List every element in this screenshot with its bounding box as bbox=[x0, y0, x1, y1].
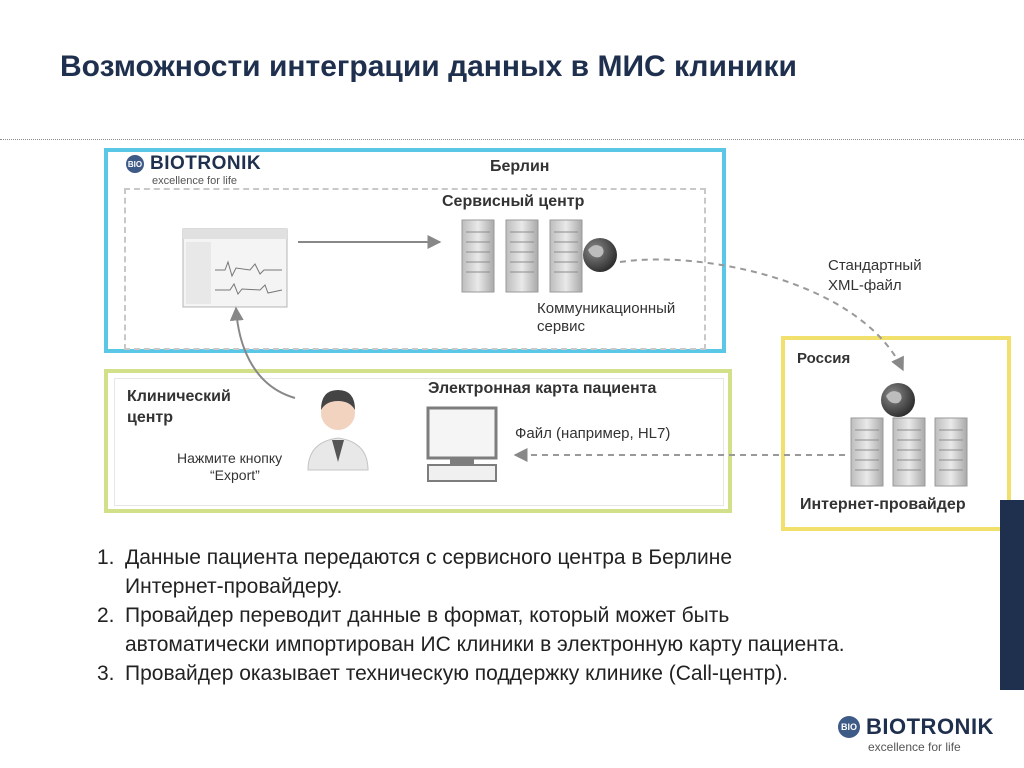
report-screen-icon bbox=[182, 228, 288, 308]
list-item-text-line1: Провайдер переводит данные в формат, кот… bbox=[125, 604, 730, 627]
accent-bar bbox=[1000, 500, 1024, 690]
file-hl7-label: Файл (например, HL7) bbox=[515, 425, 671, 442]
clinic-center-label-line1: Клинический bbox=[127, 388, 231, 405]
list-item-number: 3. bbox=[97, 662, 115, 685]
list-item-text-line2: Интернет-провайдеру. bbox=[125, 575, 343, 598]
list-item-text-line2: автоматически импортирован ИС клиники в … bbox=[125, 633, 845, 656]
clinic-inner-area bbox=[114, 378, 724, 506]
service-center-label: Сервисный центр bbox=[442, 193, 585, 210]
footer-logo-name: BIOTRONIK bbox=[866, 714, 994, 739]
berlin-inner-dashed-area bbox=[124, 188, 706, 350]
doctor-icon bbox=[307, 390, 369, 471]
list-item-number: 2. bbox=[97, 604, 115, 627]
comm-service-label-line2: сервис bbox=[537, 318, 586, 335]
list-item-text-line1: Данные пациента передаются с сервисного … bbox=[125, 546, 733, 569]
internet-provider-label: Интернет-провайдер bbox=[800, 496, 966, 513]
berlin-server-rack-icon bbox=[461, 219, 583, 293]
russia-server-rack-icon bbox=[850, 417, 968, 487]
clinic-box bbox=[104, 369, 732, 513]
berlin-logo-tagline: excellence for life bbox=[152, 175, 237, 187]
clinic-center-label-line2: центр bbox=[127, 409, 174, 426]
biotronik-logo-icon: BIO bbox=[126, 155, 144, 173]
export-hint-line2: “Export” bbox=[210, 467, 260, 483]
berlin-globe-icon bbox=[583, 238, 617, 272]
list-item: 1. Данные пациента передаются с сервисно… bbox=[97, 543, 1007, 601]
clinic-computer-icon bbox=[426, 406, 498, 482]
list-item: 2. Провайдер переводит данные в формат, … bbox=[97, 601, 1007, 659]
xml-transfer-label-line1: Стандартный bbox=[828, 257, 922, 274]
list-item-text-line1: Провайдер оказывает техническую поддержк… bbox=[125, 662, 789, 685]
biotronik-footer-logo-icon: BIO bbox=[838, 716, 860, 738]
footer-logo-tagline: excellence for life bbox=[868, 740, 961, 754]
emr-label: Электронная карта пациента bbox=[428, 380, 657, 397]
russia-label: Россия bbox=[797, 350, 851, 367]
russia-globe-icon bbox=[881, 383, 915, 417]
berlin-logo-name: BIOTRONIK bbox=[150, 153, 262, 174]
list-item-number: 1. bbox=[97, 546, 115, 569]
comm-service-label-line1: Коммуникационный bbox=[537, 300, 676, 317]
title-divider bbox=[0, 139, 1024, 140]
berlin-city-label: Берлин bbox=[490, 158, 550, 175]
export-hint-line1: Нажмите кнопку bbox=[177, 450, 283, 466]
slide-title: Возможности интеграции данных в МИС клин… bbox=[60, 50, 797, 83]
list-item: 3. Провайдер оказывает техническую подде… bbox=[97, 659, 1007, 688]
xml-transfer-label-line2: XML-файл bbox=[828, 277, 902, 294]
notes-list: 1. Данные пациента передаются с сервисно… bbox=[97, 543, 1007, 688]
